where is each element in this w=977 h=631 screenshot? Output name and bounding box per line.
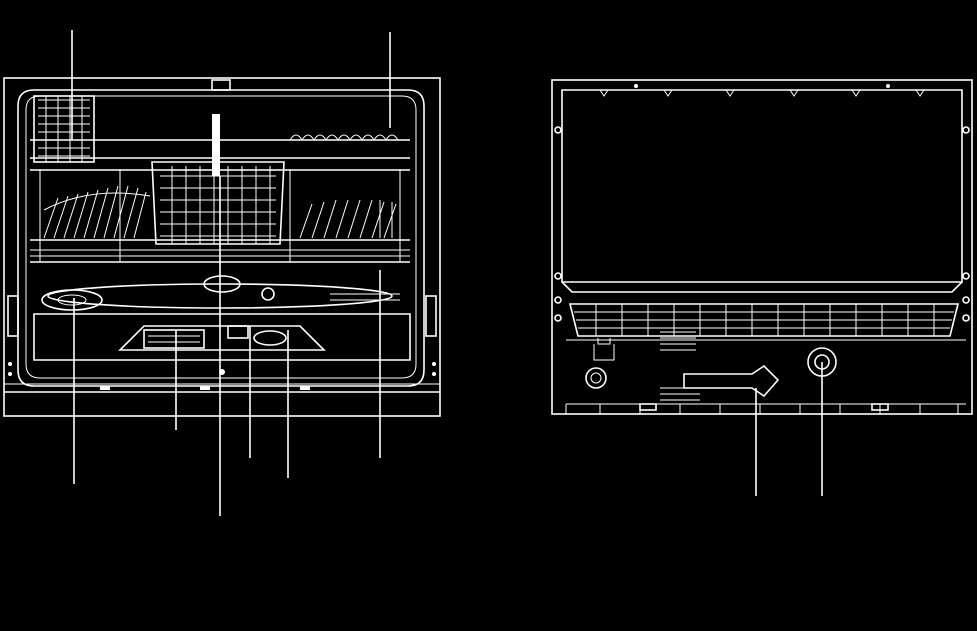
rear-side-screws	[554, 126, 970, 322]
rear-inlet-fitting	[585, 367, 607, 389]
right-rail	[330, 293, 400, 301]
right-bolt-2	[432, 372, 436, 376]
cup-shelf-loops	[289, 134, 399, 141]
rear-basket	[568, 303, 960, 337]
right-plate-tines	[299, 199, 397, 239]
front-cabinet	[3, 77, 441, 417]
rear-vent-mid	[660, 331, 696, 351]
sump-area	[33, 313, 411, 375]
rinse-aid-cap	[261, 287, 275, 301]
rear-lower-components	[566, 331, 966, 405]
rear-lip	[561, 281, 963, 293]
spray-arm-area	[41, 275, 400, 311]
spray-arm-hub	[203, 275, 241, 293]
cutlery-basket-handle	[212, 114, 220, 176]
rear-panel	[561, 89, 963, 283]
front-view	[3, 77, 441, 417]
door-latch	[211, 79, 231, 91]
left-bolt-2	[8, 372, 12, 376]
cutlery-basket	[151, 114, 285, 245]
rear-cabinet	[551, 79, 973, 415]
rear-vent-left	[593, 338, 615, 361]
front-feet	[100, 386, 310, 390]
left-plate-tines	[43, 185, 151, 239]
front-tub-inner	[25, 95, 417, 379]
callout-lines	[71, 30, 823, 516]
drain-hose-bracket	[683, 364, 780, 398]
left-bolt	[8, 362, 12, 366]
rear-base	[565, 403, 959, 414]
drain-filter	[253, 330, 287, 346]
left-hinge	[7, 295, 19, 337]
left-side-rack	[33, 95, 95, 163]
rear-vent-low	[660, 387, 700, 401]
left-filter	[41, 289, 103, 311]
front-tub	[17, 89, 425, 387]
sump-tray	[118, 325, 326, 351]
rear-view	[551, 79, 973, 415]
dispenser-lid	[227, 325, 249, 339]
rear-top-clips	[599, 84, 925, 97]
right-hinge	[425, 295, 437, 337]
right-bolt	[432, 362, 436, 366]
detergent-dispenser	[143, 329, 205, 349]
